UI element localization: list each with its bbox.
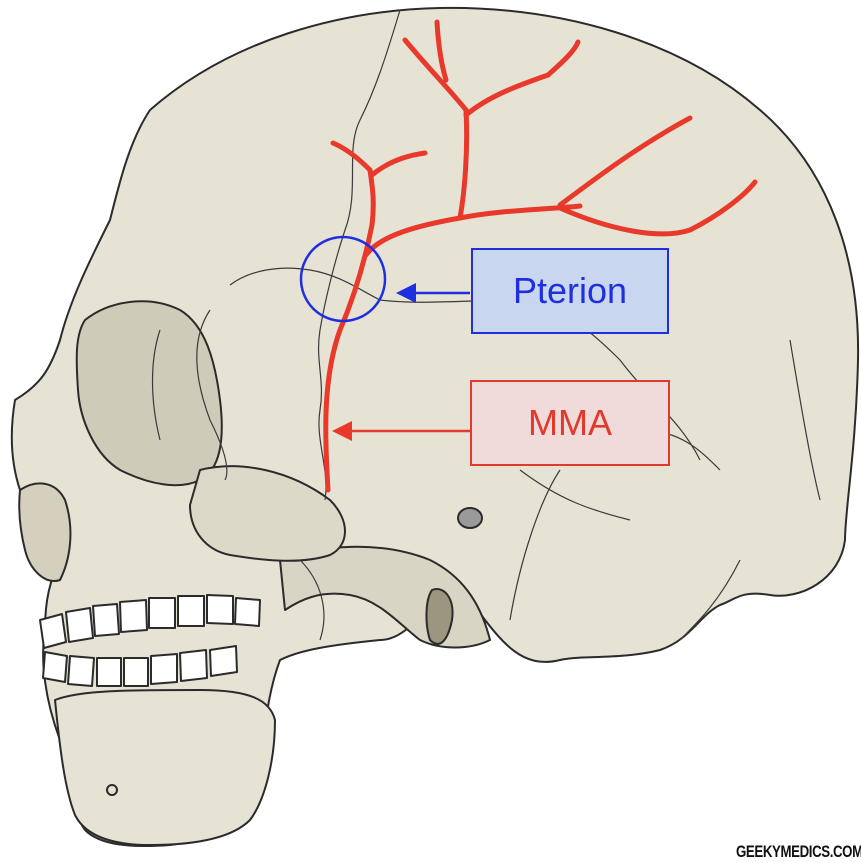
skull-illustration	[12, 8, 858, 846]
mma-label: MMA	[470, 380, 670, 466]
pterion-label: Pterion	[471, 248, 669, 334]
ear-canal	[458, 508, 482, 528]
watermark: GEEKYMEDICS.COM	[736, 842, 861, 862]
